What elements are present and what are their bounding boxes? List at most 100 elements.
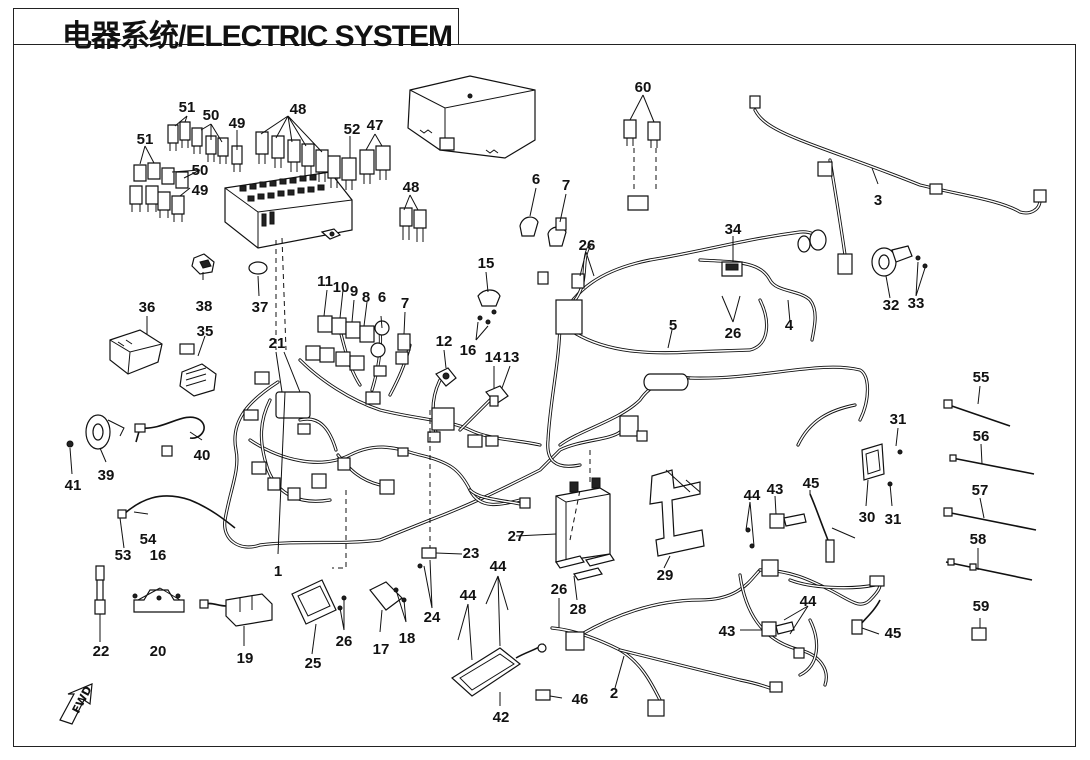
relay-group-48-right (399, 207, 427, 242)
callout: 22 (93, 643, 110, 660)
callout: 55 (973, 369, 990, 386)
regulator (179, 343, 217, 397)
callout: 23 (463, 545, 480, 562)
callout: 54 (140, 531, 157, 548)
callout: 4 (785, 317, 794, 334)
callout: 45 (803, 475, 820, 492)
callout: 1 (274, 563, 282, 580)
callout: 41 (65, 477, 82, 494)
callout: 7 (562, 177, 570, 194)
callout: 46 (572, 691, 589, 708)
callout: 26 (725, 325, 742, 342)
callout: 35 (197, 323, 214, 340)
callout: 13 (503, 349, 520, 366)
callout: 42 (493, 709, 510, 726)
ecu-module (109, 329, 163, 375)
callout: 45 (885, 625, 902, 642)
callout: 27 (508, 528, 525, 545)
harness-connectors (161, 271, 648, 509)
callout: 44 (800, 593, 817, 610)
callout: 56 (973, 428, 990, 445)
harness-3-connectors (749, 95, 1047, 275)
callout: 25 (305, 655, 322, 672)
callout: 29 (657, 567, 674, 584)
callout: 53 (115, 547, 132, 564)
ground-54 (117, 495, 236, 529)
clip-37 (248, 261, 268, 275)
callout: 40 (194, 447, 211, 464)
connector-12 (435, 367, 457, 387)
callout: 15 (478, 255, 495, 272)
connector-13-14 (485, 385, 509, 407)
callout: 47 (367, 117, 384, 134)
callout: 6 (532, 171, 540, 188)
callout: 12 (436, 333, 453, 350)
callout: 2 (610, 685, 618, 702)
battery-holder-29 (649, 469, 705, 557)
diagram-frame (13, 44, 1076, 747)
callout: 5 (669, 317, 677, 334)
fwd-arrow-icon: FWD (59, 683, 95, 725)
callout: 14 (485, 349, 502, 366)
grommet-59 (971, 627, 987, 641)
callout: 59 (973, 598, 990, 615)
callout: 44 (744, 487, 761, 504)
fuse-group-lower (129, 162, 189, 222)
connector-38 (191, 253, 215, 275)
callout: 43 (719, 623, 736, 640)
module-30 (861, 443, 903, 487)
callout: 52 (344, 121, 361, 138)
relay-group-48 (255, 131, 341, 188)
callout: 44 (490, 558, 507, 575)
callout: 60 (635, 79, 652, 96)
coil (797, 229, 827, 253)
callout: 32 (883, 297, 900, 314)
cable-ties (943, 399, 1037, 581)
wire-40 (134, 416, 205, 443)
connector-34 (721, 261, 743, 277)
callout: 9 (350, 283, 358, 300)
battery (555, 477, 611, 563)
callout: 10 (333, 279, 350, 296)
connector-46 (535, 689, 551, 701)
callout: 50 (192, 162, 209, 179)
rear-harness (550, 568, 882, 702)
callout: 33 (908, 295, 925, 312)
callout: 39 (98, 467, 115, 484)
callout: 11 (317, 273, 333, 290)
callout: 51 (137, 131, 154, 148)
callout: 28 (570, 601, 587, 618)
rear-harness-connectors (565, 559, 885, 717)
callout: 49 (192, 182, 209, 199)
callout: 21 (269, 335, 286, 352)
ecu-cover (407, 75, 536, 159)
connector-6-7-top (519, 216, 567, 247)
sensor-45-lower (851, 599, 881, 635)
callout: 43 (767, 481, 784, 498)
callout: 26 (551, 581, 568, 598)
callout: 31 (890, 411, 907, 428)
callout: 7 (401, 295, 409, 312)
module-42 (451, 643, 547, 697)
bracket-20 (132, 589, 185, 613)
title-box: 电器系统/ELECTRIC SYSTEM (13, 8, 459, 53)
callout: 19 (237, 650, 254, 667)
sensor-15 (477, 289, 501, 325)
callout: 18 (399, 630, 416, 647)
callout: 31 (885, 511, 902, 528)
fuse-group-upper (167, 121, 243, 172)
callout: 38 (196, 298, 213, 315)
callout: 26 (336, 633, 353, 650)
fuse-60 (623, 119, 661, 211)
callout: 3 (874, 192, 882, 209)
callout: 50 (203, 107, 220, 124)
fuse-relay-box (224, 171, 353, 249)
relay-block-19 (199, 593, 273, 627)
switch-32 (871, 245, 928, 277)
battery-strap-28 (555, 553, 615, 581)
connector-cluster-6-11 (305, 315, 411, 377)
callout: 16 (150, 547, 167, 564)
callout-numbers: 1 2 3 4 5 6 6 7 7 8 9 10 11 12 13 14 15 … (65, 79, 990, 726)
callout: 8 (362, 289, 370, 306)
sensor-43-upper (745, 513, 807, 549)
